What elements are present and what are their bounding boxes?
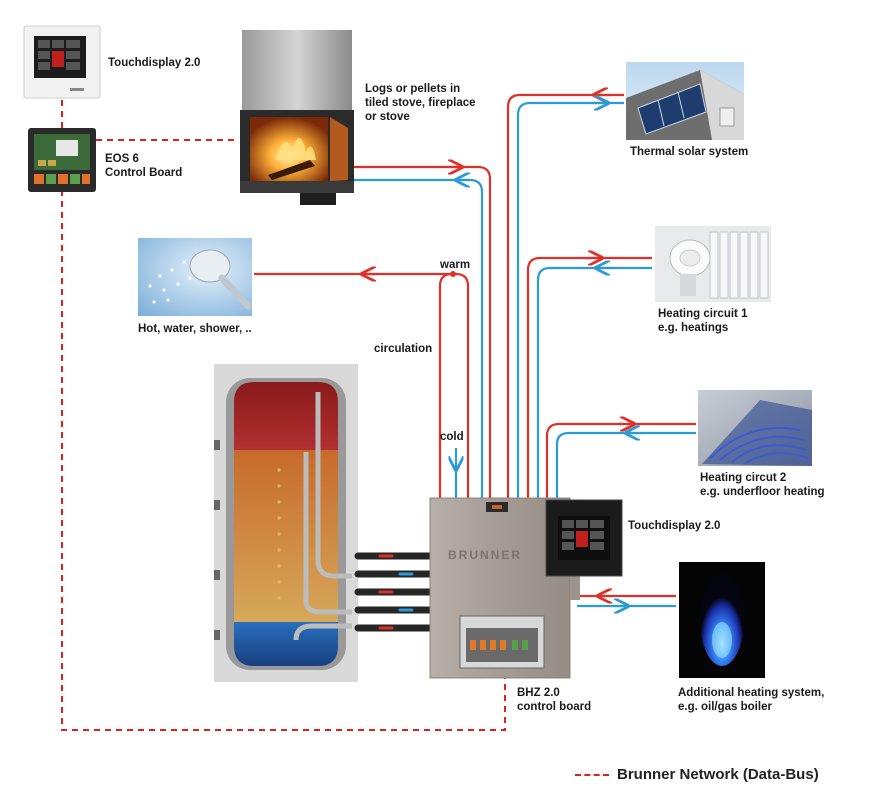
tank-connection-hoses (354, 552, 434, 632)
hc2-label: Heating circut 2 e.g. underfloor heating (700, 471, 825, 499)
hc2-pipes (545, 424, 696, 498)
stove-label: Logs or pellets in tiled stove, fireplac… (365, 82, 476, 124)
solar-pipes (506, 95, 624, 498)
stove-label-line2: tiled stove, fireplace (365, 97, 476, 109)
solar-panel-icon (626, 62, 744, 140)
eos-board-label-line2: Control Board (105, 167, 183, 179)
touchdisplay-top-label: Touchdisplay 2.0 (108, 57, 201, 69)
bhz-label-line2: control board (517, 701, 592, 713)
eos-board-label: EOS 6 Control Board (105, 152, 182, 180)
circulation-label: circulation (374, 343, 433, 355)
stove-pipes (352, 167, 492, 498)
bhz-label: BHZ 2.0 control board (517, 686, 591, 714)
hc1-pipes (526, 258, 652, 498)
boiler-label-line2: e.g. oil/gas boiler (678, 701, 772, 713)
hc1-label: Heating circuit 1 e.g. heatings (658, 307, 747, 335)
shower-label: Hot, water, shower, .. (138, 323, 252, 335)
touch-display-icon (23, 25, 101, 99)
legend-label: Brunner Network (Data-Bus) (617, 766, 819, 783)
radiator-icon (655, 226, 771, 302)
warm-label: warm (440, 259, 471, 271)
legend-dash-symbol (575, 774, 609, 777)
shower-icon (138, 238, 252, 316)
control-board-icon (28, 128, 96, 192)
stove-label-line1: Logs or pellets in (365, 83, 461, 95)
boiler-pipes (577, 596, 676, 606)
underfloor-heating-icon (698, 390, 812, 466)
fireplace-icon (240, 30, 354, 205)
hc1-label-line2: e.g. heatings (658, 322, 729, 334)
cold-label: cold (440, 431, 464, 443)
eos-board-label-line1: EOS 6 (105, 153, 139, 165)
solar-label: Thermal solar system (630, 146, 749, 158)
hc2-label-line2: e.g. underfloor heating (700, 486, 825, 498)
boiler-label-line1: Additional heating system, (678, 687, 825, 699)
hc2-label-line1: Heating circut 2 (700, 472, 787, 484)
gas-flame-icon (679, 562, 765, 678)
legend: Brunner Network (Data-Bus) (575, 766, 819, 783)
touchdisplay-unit-label: Touchdisplay 2.0 (628, 520, 721, 532)
hot-water-pipes (254, 271, 470, 498)
storage-tank-icon (214, 364, 358, 682)
boiler-label: Additional heating system, e.g. oil/gas … (678, 686, 824, 714)
unit-brand-logo: BRUNNER (448, 548, 522, 562)
hc1-label-line1: Heating circuit 1 (658, 308, 748, 320)
unit-touch-display-icon (545, 499, 623, 577)
bhz-label-line1: BHZ 2.0 (517, 687, 560, 699)
stove-label-line3: or stove (365, 111, 410, 123)
